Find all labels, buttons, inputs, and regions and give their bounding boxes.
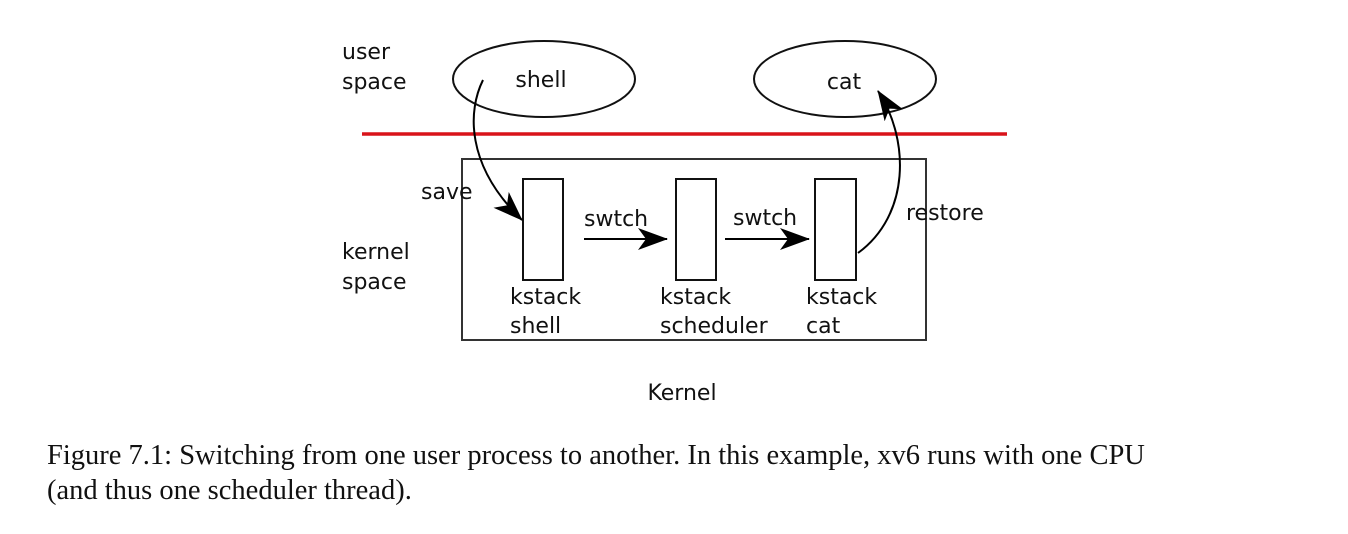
- kernel-space-label: kernel space: [342, 240, 417, 295]
- save-arrow-curve: [472, 79, 523, 221]
- kstack-label-shell: kstack shell: [510, 285, 588, 339]
- process-shell: shell: [452, 40, 636, 118]
- swtch-label-1: swtch: [584, 207, 648, 232]
- process-label-shell: shell: [515, 68, 566, 93]
- save-arrow: save: [421, 79, 523, 221]
- restore-arrow: restore: [857, 90, 984, 254]
- kstack-rect-shell: [522, 178, 564, 281]
- restore-arrow-curve: [857, 90, 904, 254]
- kstack-rect-scheduler: [675, 178, 717, 281]
- process-cat: cat: [753, 40, 937, 118]
- save-label: save: [421, 180, 473, 205]
- kstack-rect-cat: [814, 178, 857, 281]
- kstack-cat: kstack cat: [806, 178, 884, 339]
- figure-caption: Figure 7.1: Switching from one user proc…: [47, 438, 1327, 508]
- user-space-label: user space: [342, 40, 407, 95]
- kernel-box: [461, 158, 927, 341]
- kstack-label-cat: kstack cat: [806, 285, 884, 339]
- swtch-arrow-1: swtch: [584, 207, 668, 250]
- caption-line-2: (and thus one scheduler thread).: [47, 475, 412, 506]
- swtch-label-2: swtch: [733, 206, 797, 231]
- process-ellipse-cat: [753, 40, 937, 118]
- swtch-arrow-2: swtch: [725, 206, 810, 250]
- restore-label: restore: [906, 201, 984, 226]
- kstack-label-scheduler: kstack scheduler: [660, 285, 769, 339]
- kstack-scheduler: kstack scheduler: [660, 178, 769, 339]
- caption-line-1: Figure 7.1: Switching from one user proc…: [47, 440, 1145, 471]
- kstack-shell: kstack shell: [510, 178, 588, 339]
- process-ellipse-shell: [452, 40, 636, 118]
- kernel-box-label: Kernel: [647, 381, 716, 406]
- process-label-cat: cat: [827, 70, 862, 95]
